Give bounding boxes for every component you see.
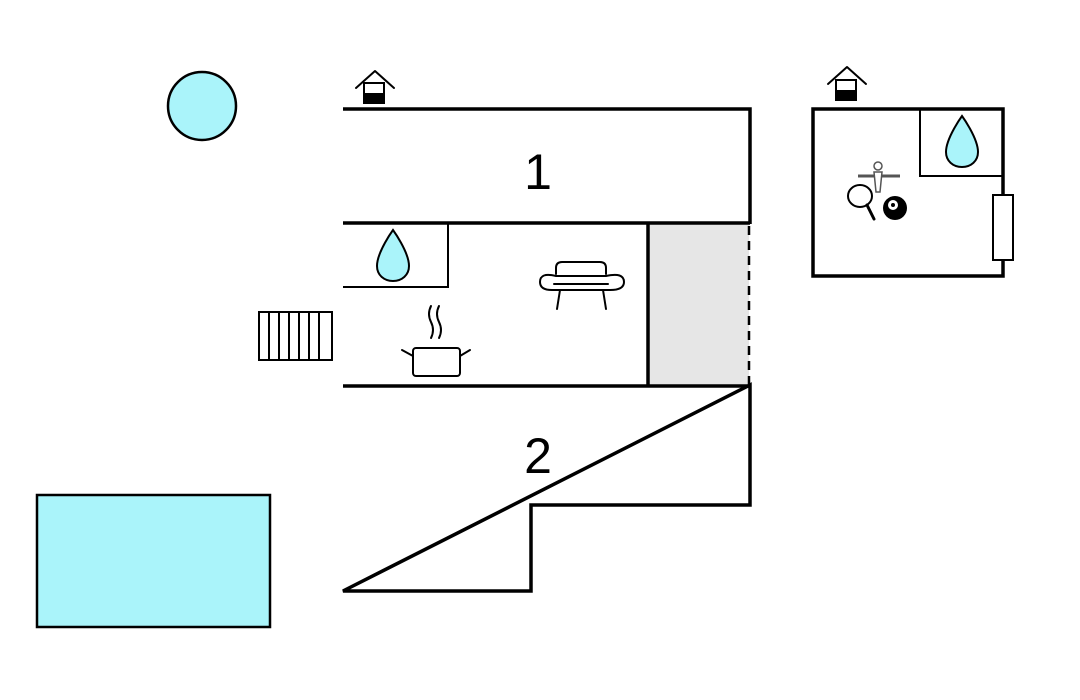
table-tennis-icon [847,184,876,221]
annex-window [992,194,1014,261]
fireplace-icon [355,70,395,104]
room-2-label: 2 [524,428,552,484]
stairs-icon [258,311,333,361]
annex-bathroom-wall [919,109,1003,177]
rect-pool [35,493,272,629]
water-drop-icon [375,228,411,283]
round-pool [166,70,238,142]
covered-terrace [649,224,749,385]
room-1-label: 1 [524,144,552,200]
main-house-outline [342,107,752,593]
bathroom-wall [343,223,449,288]
billiard-ball-icon [883,196,907,220]
annex-outline [811,107,1005,278]
cooking-pot-icon [401,305,471,377]
table-football-icon [858,161,900,193]
fireplace-icon [827,66,867,101]
water-drop-icon [944,114,980,169]
sofa-icon [539,261,625,310]
